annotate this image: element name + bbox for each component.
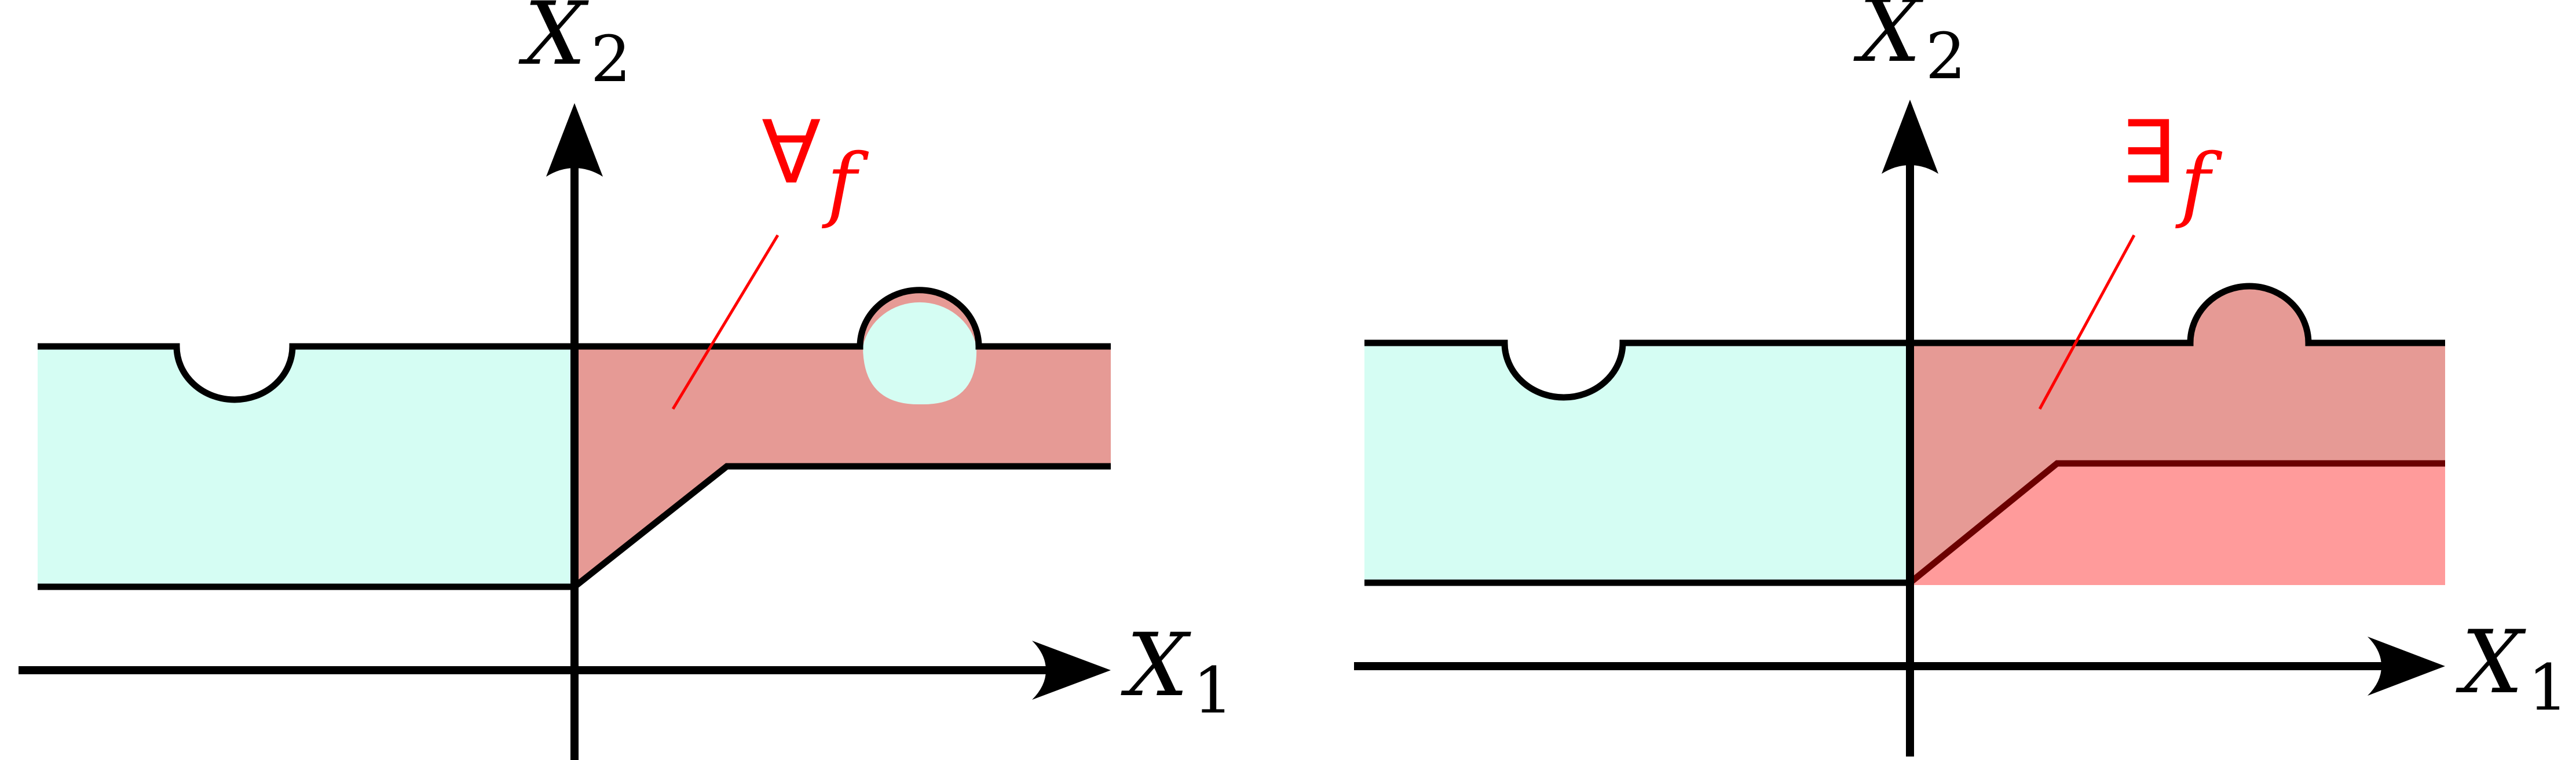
right-cyan-region xyxy=(1364,343,1910,583)
right-slope-boundary xyxy=(1908,460,2445,586)
left-top-boundary xyxy=(38,287,1111,403)
right-x-axis-label: X1 xyxy=(2456,612,2568,725)
left-cyan-disc xyxy=(863,302,977,405)
left-panel: X2 X1 ∀f xyxy=(19,0,1234,760)
left-y-axis-label: X2 xyxy=(518,0,631,96)
left-red-region xyxy=(575,290,1111,587)
right-panel: X2 X1 ∃f xyxy=(1354,0,2568,757)
right-y-axis-arrowhead xyxy=(1882,100,1938,174)
left-cyan-region xyxy=(38,346,575,587)
left-annotation-line xyxy=(671,234,780,410)
left-slope-boundary xyxy=(572,463,1111,590)
right-x-axis-arrowhead xyxy=(2368,637,2445,696)
right-red-region xyxy=(1910,286,2445,583)
right-operator-label: ∃f xyxy=(2120,103,2223,231)
right-y-axis-label: X2 xyxy=(1853,0,1966,93)
left-y-axis-arrowhead xyxy=(546,103,603,177)
right-annotation-line xyxy=(2038,234,2136,410)
left-x-axis-label: X1 xyxy=(1121,615,1234,728)
left-x-axis-arrowhead xyxy=(1032,641,1111,700)
right-pink-region xyxy=(1910,463,2445,585)
left-operator-label: ∀f xyxy=(762,103,869,231)
